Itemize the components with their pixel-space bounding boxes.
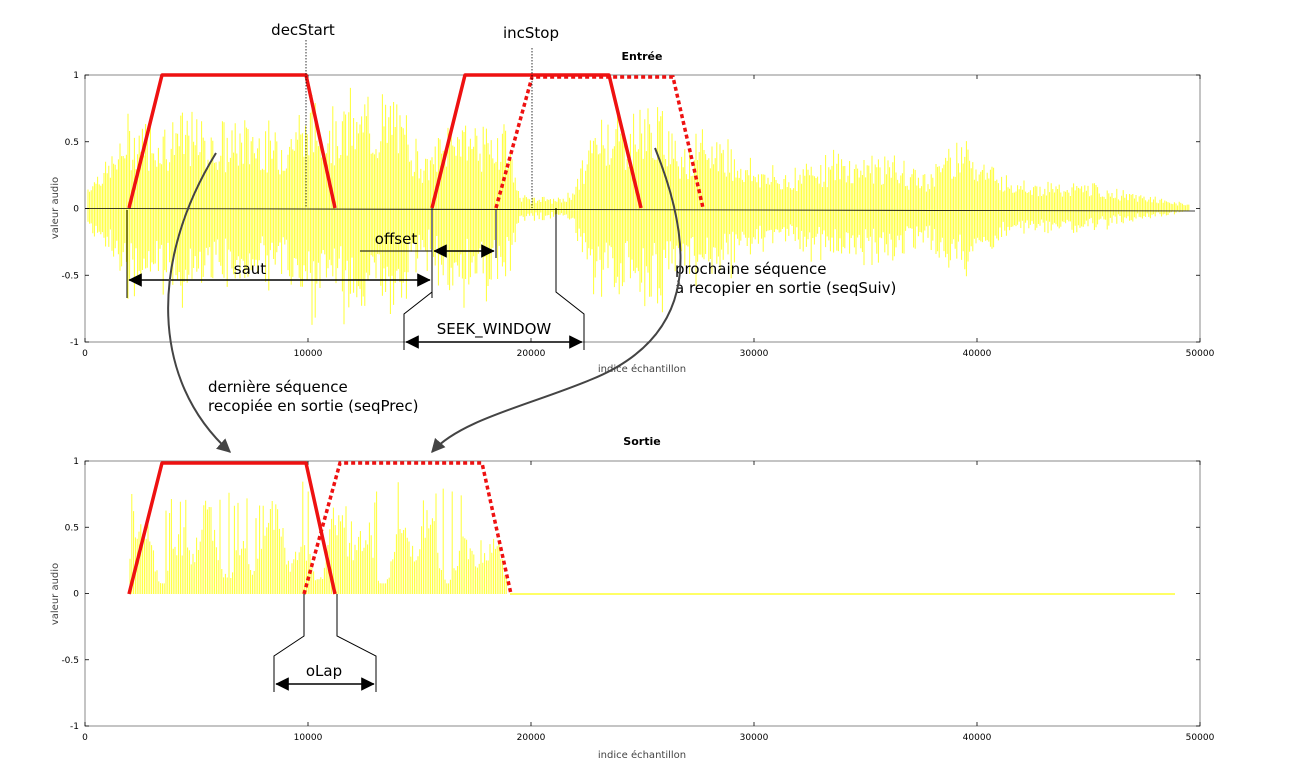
bottom-x-axis-label: indice échantillon: [598, 749, 686, 761]
olap-left-bracket: [273, 594, 305, 692]
y-tick-label: 0: [73, 590, 79, 600]
offset-label: offset: [375, 230, 418, 248]
y-tick-label: 0.5: [65, 523, 79, 533]
bottom-seqsuiv-window: [302, 461, 513, 595]
x-tick-label: 20000: [517, 349, 546, 359]
y-tick-label: -1: [70, 722, 79, 732]
y-tick-label: -0.5: [61, 271, 79, 281]
next-seq-label-line1: prochaine séquence: [675, 260, 826, 278]
top-seqsuiv-window: [494, 75, 705, 209]
seek-window-label: SEEK_WINDOW: [437, 320, 552, 339]
x-tick-label: 40000: [963, 733, 992, 743]
olap-label: oLap: [306, 662, 342, 680]
x-tick-label: 50000: [1186, 349, 1215, 359]
y-tick-label: 0.5: [65, 138, 79, 148]
bottom-y-axis-label: valeur audio: [50, 563, 61, 625]
olap-right-bracket: [336, 594, 377, 692]
dec-start-label: decStart: [271, 21, 335, 39]
bottom-panel-title: Sortie: [623, 435, 660, 448]
seek-left-bracket: [403, 208, 433, 350]
seqsuiv-curved-arrow: [431, 147, 682, 454]
seek-right-bracket: [555, 208, 585, 350]
saut-label: saut: [234, 260, 267, 278]
prev-seq-label-line1: dernière séquence: [208, 378, 348, 396]
inc-stop-label: incStop: [503, 24, 559, 42]
bottom-axis-ticks: 0 10000 20000 30000 40000 50000 1 0.5 0 -0.5 -1: [61, 457, 1214, 743]
y-tick-label: -1: [70, 338, 79, 348]
top-panel-title: Entrée: [622, 50, 663, 63]
top-panel: 0 10000 20000 30000 40000 50000 1 0.5 0 -0.5 -1 En…: [50, 21, 1215, 375]
x-tick-label: 30000: [740, 349, 769, 359]
prev-seq-label-line2: recopiée en sortie (seqPrec): [208, 397, 418, 415]
bottom-waveform-path: [129, 481, 507, 594]
x-tick-label: 10000: [294, 349, 323, 359]
seqprec-curved-arrow: [167, 152, 232, 453]
x-tick-label: 0: [82, 733, 88, 743]
y-tick-label: -0.5: [61, 656, 79, 666]
bottom-panel: 0 10000 20000 30000 40000 50000 1 0.5 0 -0.5 -1 So…: [50, 435, 1215, 761]
bottom-seqprec-window: [127, 461, 337, 595]
x-tick-label: 30000: [740, 733, 769, 743]
top-seek-window-trapezoid: [430, 73, 643, 209]
bottom-waveform: [129, 481, 507, 594]
x-tick-label: 10000: [294, 733, 323, 743]
y-tick-label: 0: [73, 205, 79, 215]
y-tick-label: 1: [73, 71, 79, 81]
top-zero-line: [84, 208, 1196, 212]
x-tick-label: 50000: [1186, 733, 1215, 743]
x-tick-label: 20000: [517, 733, 546, 743]
top-y-axis-label: valeur audio: [50, 177, 61, 239]
top-x-axis-label: indice échantillon: [598, 363, 686, 375]
x-tick-label: 40000: [963, 349, 992, 359]
top-seqprec-window: [127, 73, 337, 209]
x-tick-label: 0: [82, 349, 88, 359]
next-seq-label-line2: à recopier en sortie (seqSuiv): [675, 279, 896, 297]
y-tick-label: 1: [73, 457, 79, 467]
